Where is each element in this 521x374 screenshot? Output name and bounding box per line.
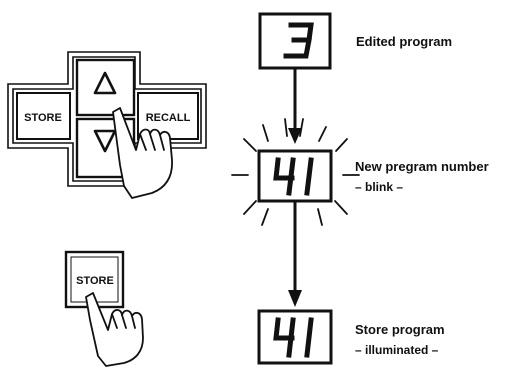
blink-rays-icon <box>231 118 360 226</box>
up-button[interactable] <box>75 58 136 117</box>
panel-store-label: STORE <box>24 112 62 124</box>
display-edited-program: Edited program <box>258 12 452 70</box>
digits-41 <box>273 157 314 196</box>
up-triangle-icon <box>93 71 117 95</box>
panel-store-button[interactable]: STORE <box>16 92 71 140</box>
pressing-hand-icon <box>85 292 144 367</box>
digits-41 <box>273 317 314 358</box>
down-triangle-icon <box>93 129 117 153</box>
panel-recall-label: RECALL <box>146 112 191 124</box>
display-caption: Edited program <box>356 34 452 49</box>
display-subcaption: – blink – <box>355 180 403 194</box>
pressing-hand-icon <box>112 107 173 199</box>
arrow-down-icon <box>288 202 302 307</box>
digit-3 <box>283 22 314 59</box>
store-button-label: STORE <box>76 275 114 287</box>
display-caption: Store program <box>355 322 445 337</box>
panel-recall-button[interactable]: RECALL <box>137 92 199 140</box>
display-store-program: Store program – illuminated – <box>257 309 445 365</box>
button-panel: STORE RECALL <box>7 51 207 199</box>
display-subcaption: – illuminated – <box>355 343 439 357</box>
display-caption: New pregram number <box>355 159 489 174</box>
display-new-program-number: New pregram number – blink – <box>231 118 489 226</box>
arrow-down-icon <box>288 69 302 144</box>
